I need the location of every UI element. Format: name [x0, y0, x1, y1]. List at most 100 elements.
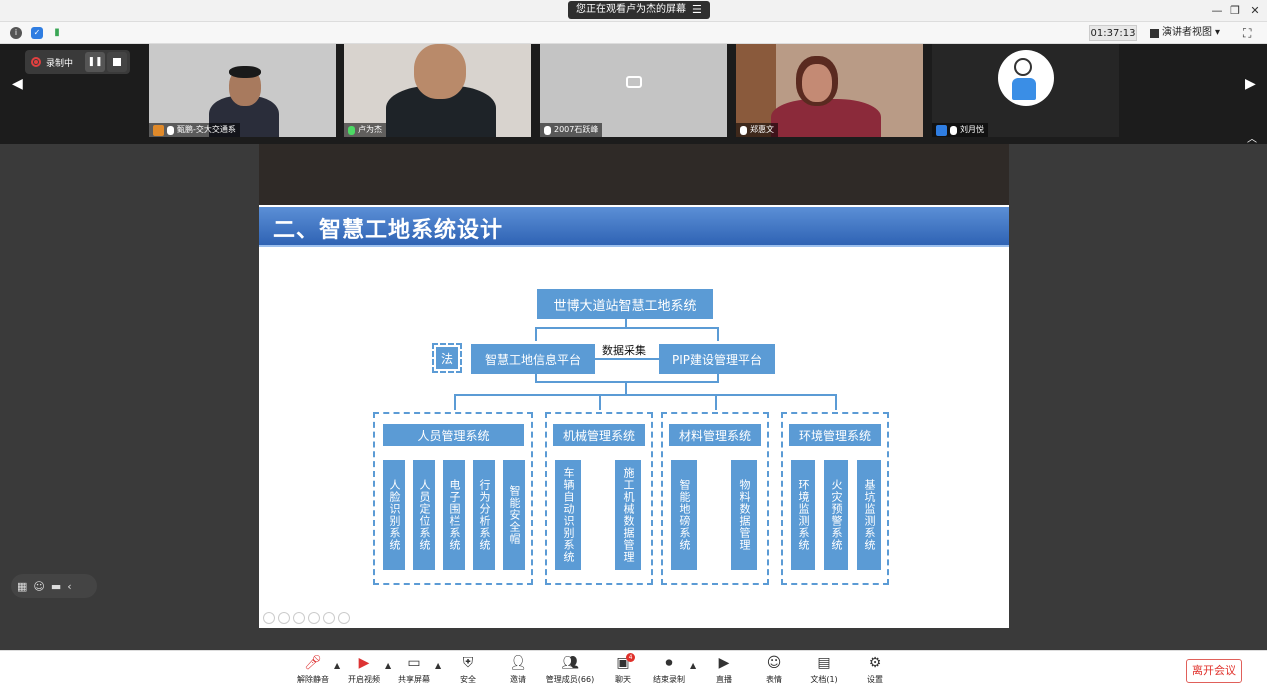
reactions-button[interactable]: ☺ 表情: [766, 655, 782, 684]
participant-namebar: 卢为杰: [344, 123, 386, 137]
title-bar: 您正在观看卢为杰的屏幕 ☰ — ❐ ✕: [0, 0, 1267, 22]
material-group: [661, 412, 769, 585]
live-stream-button[interactable]: ▶ 直播: [716, 655, 732, 684]
audio-options-caret[interactable]: ▲: [334, 661, 341, 670]
material-title: 材料管理系统: [669, 424, 761, 446]
share-screen-button[interactable]: ▭ 共享屏幕: [398, 655, 430, 684]
signal-icon[interactable]: ▮: [54, 27, 60, 38]
leave-meeting-button[interactable]: 离开会议: [1186, 659, 1242, 683]
share-options-caret[interactable]: ▲: [435, 661, 442, 670]
view-mode-select[interactable]: 演讲者视图 ▾: [1150, 25, 1230, 41]
documents-button[interactable]: ▤ 文档(1): [810, 655, 838, 684]
invite-button[interactable]: 👤︎ 邀请: [509, 655, 527, 684]
slide-title: 二、智慧工地系统设计: [273, 218, 504, 243]
record-options-caret[interactable]: ▲: [690, 661, 697, 670]
subsystem-item: 环境监测系统: [791, 460, 815, 570]
stop-recording-button[interactable]: [107, 52, 127, 72]
personnel-group: [373, 412, 533, 585]
start-video-button[interactable]: ▶ 开启视频: [348, 655, 380, 684]
data-collection-label: 数据采集: [602, 344, 646, 357]
meeting-timer: 01:37:13: [1089, 25, 1137, 41]
pause-recording-button[interactable]: ❚❚: [85, 52, 105, 72]
mic-muted-icon: [544, 125, 551, 135]
mic-active-icon: [348, 125, 355, 135]
subsystem-item: 火灾预警系统: [824, 460, 848, 570]
video-off-icon: ▶: [358, 655, 370, 671]
info-icon[interactable]: i: [10, 27, 22, 39]
restore-icon[interactable]: ❐: [1230, 4, 1240, 17]
data-flow-arrow: [595, 358, 659, 360]
chevron-left-icon[interactable]: ‹: [67, 579, 72, 593]
participant-namebar: 刘月悦: [932, 123, 988, 137]
participant-tile[interactable]: 郑惠文: [736, 44, 923, 137]
settings-button[interactable]: ⚙ 设置: [867, 655, 883, 684]
close-icon[interactable]: ✕: [1250, 4, 1260, 17]
pen-icon[interactable]: [293, 612, 305, 624]
meeting-toolbar: 🎤︎ 解除静音 ▲ ▶ 开启视频 ▲ ▭ 共享屏幕 ▲ ⛨ 安全 👤︎ 邀请 👥…: [0, 650, 1267, 691]
participant-name: 刘月悦: [960, 125, 984, 134]
gear-icon: ⚙: [868, 655, 882, 671]
subsystem-item: 基坑监测系统: [857, 460, 881, 570]
comment-icon[interactable]: ▬: [50, 579, 62, 593]
slide-title-bar: 二、智慧工地系统设计: [259, 207, 1009, 247]
share-banner-text: 您正在观看卢为杰的屏幕: [576, 4, 686, 15]
zoom-icon[interactable]: [323, 612, 335, 624]
emoji-icon: ☺: [766, 655, 782, 671]
avatar-icon: [153, 124, 164, 136]
strip-next-icon[interactable]: ▶: [1245, 76, 1256, 92]
slides-icon[interactable]: [308, 612, 320, 624]
subsystem-item: 施工机械数据管理: [615, 460, 641, 570]
mic-off-icon: 🎤︎: [304, 655, 322, 671]
personnel-title: 人员管理系统: [383, 424, 524, 446]
machinery-title: 机械管理系统: [553, 424, 645, 446]
menu-icon[interactable]: ☰: [692, 3, 702, 16]
shield-icon: ⛨: [462, 655, 474, 671]
video-options-caret[interactable]: ▲: [385, 661, 392, 670]
slide-prev-icon[interactable]: [263, 612, 275, 624]
environment-group: [781, 412, 889, 585]
floating-tools: ▦ ☺ ▬ ‹: [11, 574, 97, 598]
camera-off-icon: [626, 76, 642, 88]
security-button[interactable]: ⛨ 安全: [460, 655, 476, 684]
more-icon[interactable]: [338, 612, 350, 624]
law-node-frame: [432, 343, 462, 373]
share-banner[interactable]: 您正在观看卢为杰的屏幕 ☰: [568, 1, 710, 19]
unmute-button[interactable]: 🎤︎ 解除静音: [297, 655, 329, 684]
stop-recording-button[interactable]: ⏺ 结束录制: [653, 655, 685, 684]
chat-badge: 4: [626, 653, 635, 662]
strip-prev-icon[interactable]: ◀: [12, 76, 23, 92]
participant-tile[interactable]: 2007石跃峰: [540, 44, 727, 137]
participant-name: 卢为杰: [358, 125, 382, 134]
presentation-slide: 二、智慧工地系统设计 世博大道站智慧工地系统 法 智慧工地信息平台: [259, 205, 1009, 628]
fullscreen-icon[interactable]: ⛶: [1243, 26, 1252, 40]
minimize-icon[interactable]: —: [1211, 4, 1223, 17]
environment-title: 环境管理系统: [789, 424, 881, 446]
mic-muted-icon: [167, 125, 174, 135]
share-screen-icon: ▭: [407, 655, 421, 671]
pip-platform-node: PIP建设管理平台: [659, 344, 775, 374]
subsystem-item: 智能安全帽: [503, 460, 525, 570]
participant-namebar: 甄鹏-交大交通系: [149, 123, 240, 137]
manage-members-button[interactable]: 👥︎ 管理成员(66): [545, 655, 595, 684]
collapse-strip-icon[interactable]: ︿: [1247, 134, 1257, 145]
view-mode-icon: [1150, 28, 1159, 38]
participant-tile[interactable]: 甄鹏-交大交通系: [149, 44, 336, 137]
law-node: 法: [436, 347, 458, 369]
participant-tile[interactable]: 刘月悦: [932, 44, 1119, 137]
info-platform-node: 智慧工地信息平台: [471, 344, 595, 374]
participant-video: [771, 99, 881, 137]
participant-tile[interactable]: 卢为杰: [344, 44, 531, 137]
shield-icon[interactable]: ✓: [31, 27, 43, 39]
machinery-group: [545, 412, 653, 585]
video-strip: 录制中 ❚❚ ◀ 甄鹏-交大交通系 卢为杰: [0, 44, 1267, 145]
slide-next-icon[interactable]: [278, 612, 290, 624]
participant-name: 甄鹏-交大交通系: [177, 125, 236, 134]
record-stop-icon: ⏺: [665, 655, 673, 671]
participant-namebar: 郑惠文: [736, 123, 778, 137]
emoji-icon[interactable]: ☺: [33, 579, 45, 593]
participant-name: 郑惠文: [750, 125, 774, 134]
apps-icon[interactable]: ▦: [17, 579, 28, 593]
chat-button[interactable]: ▣ 4 聊天: [597, 653, 649, 689]
info-bar: i ✓ ▮ 01:37:13 演讲者视图 ▾ ⛶: [0, 22, 1267, 44]
